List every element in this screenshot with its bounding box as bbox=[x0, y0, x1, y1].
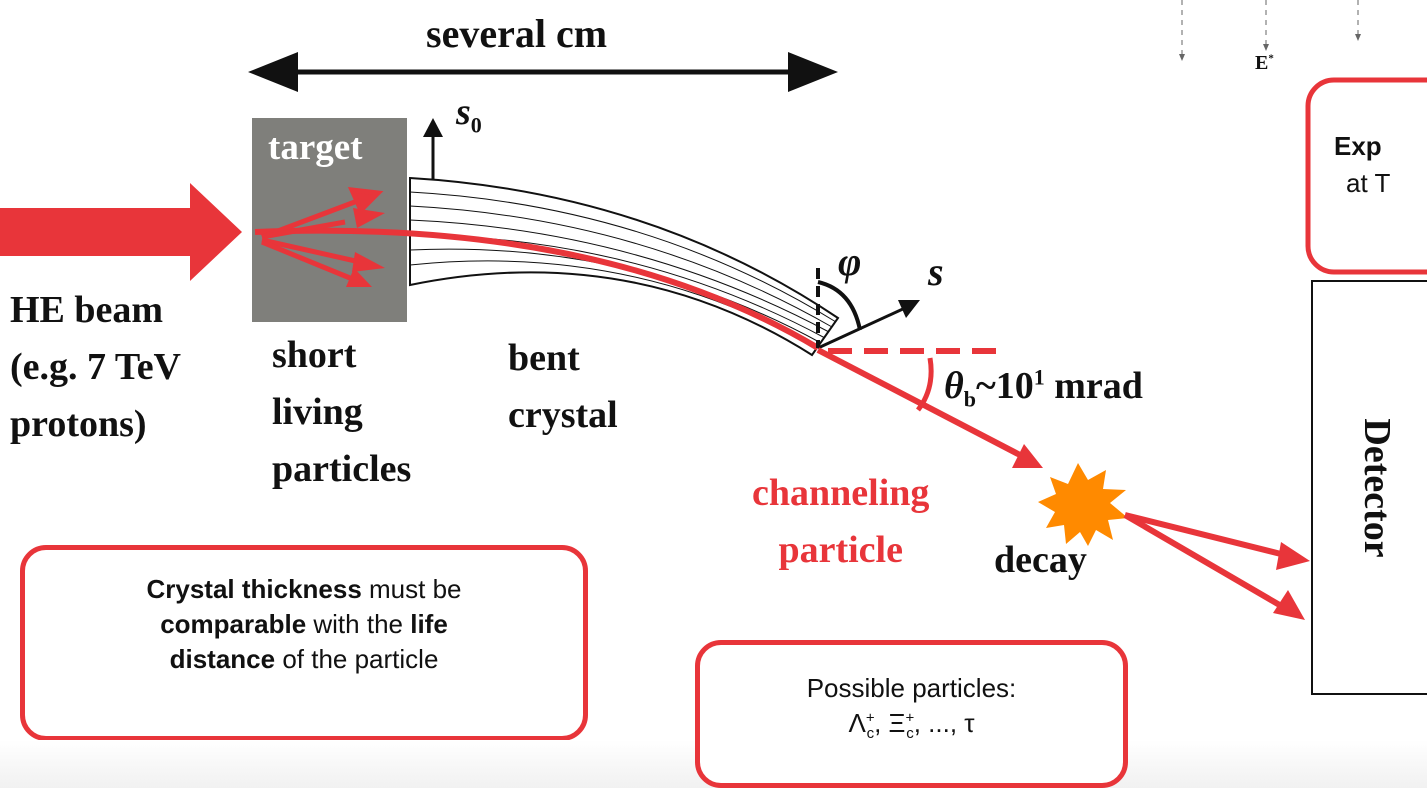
bent-crystal-line-2: crystal bbox=[508, 394, 618, 436]
short-living-label: short living particles bbox=[272, 327, 411, 498]
list-tail: , ..., τ bbox=[913, 708, 975, 739]
phi-angle-arc bbox=[817, 280, 862, 331]
bent-crystal-line-1: bent bbox=[508, 337, 580, 379]
callout-comparable: comparable bbox=[160, 609, 307, 640]
experiment-fragment-text: Exp at T bbox=[1334, 128, 1390, 202]
s-label: s bbox=[928, 249, 944, 294]
channeling-particle-label: channeling particle bbox=[752, 465, 929, 579]
xi-flavor: c bbox=[906, 725, 914, 743]
theta-value: ~10 bbox=[975, 365, 1034, 407]
short-living-line-2: living bbox=[272, 391, 363, 433]
s0-main: s bbox=[456, 91, 471, 133]
channeling-line-2: particle bbox=[778, 529, 903, 571]
several-cm-label: several cm bbox=[426, 11, 608, 56]
experiment-fragment-line-2: at T bbox=[1346, 168, 1391, 198]
lambda-flavor: c bbox=[866, 725, 875, 743]
crystal-thickness-callout: Crystal thickness must be comparable wit… bbox=[20, 545, 588, 741]
callout-line-1: Crystal thickness must be bbox=[25, 572, 583, 607]
callout-with-the: with the bbox=[306, 609, 411, 640]
xi-symbol: Ξ bbox=[888, 708, 906, 739]
short-living-line-1: short bbox=[272, 334, 357, 376]
experiment-fragment-line-1: Exp bbox=[1334, 131, 1382, 161]
possible-particles-callout: Possible particles: Λ+c, Ξ+c, ..., τ bbox=[695, 640, 1128, 788]
callout-life: life bbox=[410, 609, 448, 640]
callout-line-3: distance of the particle bbox=[25, 642, 583, 677]
lambda-charge: + bbox=[865, 709, 875, 727]
lambda-symbol: Λ bbox=[848, 708, 866, 739]
experiment-fragment-box bbox=[1305, 77, 1427, 275]
s0-subscript: 0 bbox=[470, 112, 482, 138]
callout-must-be: must be bbox=[361, 574, 462, 604]
detector-label: Detector bbox=[1356, 418, 1398, 558]
he-beam-line-2: (e.g. 7 TeV bbox=[10, 346, 181, 388]
theta-subscript: b bbox=[963, 386, 976, 412]
background-fragment-arrows bbox=[1179, 0, 1361, 61]
deflected-track bbox=[816, 347, 1043, 468]
fragment-star: * bbox=[1268, 52, 1274, 65]
decay-product-arrows bbox=[1123, 512, 1310, 620]
particles-list: Λ+c, Ξ+c, ..., τ bbox=[700, 706, 1123, 744]
callout-of-the-particle: of the particle bbox=[275, 644, 439, 675]
short-living-line-3: particles bbox=[272, 448, 412, 490]
channeling-line-1: channeling bbox=[752, 472, 930, 514]
theta-exponent: 1 bbox=[1033, 364, 1045, 390]
bent-crystal-label: bent crystal bbox=[508, 330, 618, 444]
list-separator: , bbox=[874, 708, 882, 739]
decay-burst bbox=[1038, 463, 1128, 546]
target-label: target bbox=[268, 127, 363, 168]
short-living-particle-arrows bbox=[261, 187, 385, 287]
detector-box bbox=[1311, 280, 1427, 695]
s-axis-arrow bbox=[817, 300, 920, 350]
callout-crystal-thickness: Crystal thickness bbox=[146, 574, 362, 604]
he-beam-arrow bbox=[0, 183, 242, 281]
fragment-letter: E bbox=[1255, 52, 1269, 74]
he-beam-line-1: HE beam bbox=[10, 289, 164, 331]
callout-line-2: comparable with the life bbox=[25, 607, 583, 642]
phi-label: φ bbox=[838, 239, 862, 284]
length-double-arrow bbox=[248, 52, 838, 92]
top-right-fragment-label: E* bbox=[1255, 52, 1274, 75]
particles-title: Possible particles: bbox=[806, 673, 1017, 703]
decay-label: decay bbox=[994, 539, 1087, 581]
he-beam-label: HE beam (e.g. 7 TeV protons) bbox=[10, 282, 181, 453]
xi-charge: + bbox=[905, 709, 915, 727]
s0-label: s0 bbox=[456, 90, 482, 139]
theta-symbol: θ bbox=[944, 365, 964, 407]
channeled-track bbox=[254, 227, 820, 351]
theta-unit: mrad bbox=[1044, 365, 1143, 407]
target-block bbox=[252, 118, 407, 322]
he-beam-line-3: protons) bbox=[10, 403, 147, 445]
theta-label: θb~101 mrad bbox=[944, 364, 1143, 413]
callout-distance: distance bbox=[169, 644, 276, 675]
